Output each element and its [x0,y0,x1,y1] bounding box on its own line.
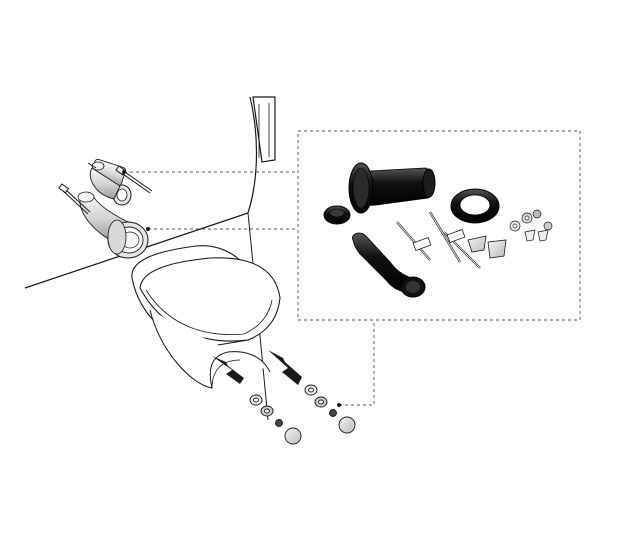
flush-pipe-seal [450,188,500,224]
front-pipe [77,191,149,259]
callout-dot-lower [146,227,150,231]
toilet-bowl [131,245,281,389]
front-bolts [58,183,91,215]
wall-plugs [467,235,507,259]
fixings-left [249,394,302,445]
wc-connector-bend [348,162,436,214]
fixings-right [304,384,356,434]
connector-seal [323,205,351,225]
wall-outline [24,96,276,421]
insertion-arrows [212,350,302,385]
callout-lines [124,171,375,406]
wall-pipe-assembly [58,158,153,259]
callout-dot-fixings [337,403,341,407]
arrow-left [212,356,244,384]
callout-contents [323,162,553,298]
mounting-bolts [396,211,481,269]
rear-pipe [89,158,132,206]
callout-dot-upper [122,170,126,174]
washers-and-nuts [509,209,553,242]
arrow-right [268,350,302,385]
rear-bolts [87,162,153,194]
offset-pipe [352,232,426,298]
